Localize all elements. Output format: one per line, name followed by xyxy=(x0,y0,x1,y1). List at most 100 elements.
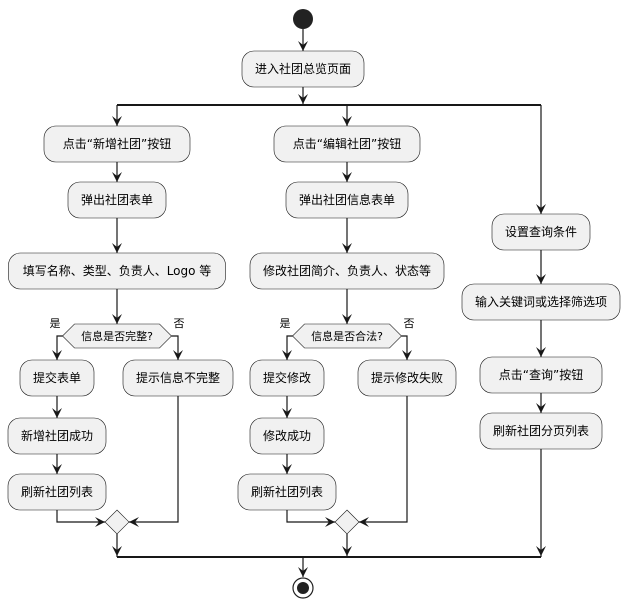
arrow-head-icon xyxy=(282,464,292,474)
arrow-head-icon xyxy=(325,517,335,527)
arrow-head-icon xyxy=(536,204,546,214)
decision-shape xyxy=(292,323,402,349)
flow-edge xyxy=(359,396,408,523)
activity-box xyxy=(249,359,325,397)
arrow-head-icon xyxy=(342,172,352,182)
activity-node-a6: 刷新社团列表 xyxy=(7,473,107,511)
flow-edge xyxy=(286,510,335,523)
activity-box xyxy=(67,181,167,219)
nodes: 进入社团总览页面点击“新增社团”按钮弹出社团表单填写名称、类型、负责人、Logo… xyxy=(7,9,621,599)
activity-label: 刷新社团列表 xyxy=(21,484,93,499)
activity-box xyxy=(249,252,445,290)
arrow-head-icon xyxy=(536,403,546,413)
edges xyxy=(52,29,546,577)
arrow-head-icon xyxy=(402,350,412,360)
arrow-head-icon xyxy=(112,546,122,556)
arrow-head-icon xyxy=(173,350,183,360)
activity-box xyxy=(7,473,107,511)
arrow-head-icon xyxy=(112,172,122,182)
merge-node-edit xyxy=(334,509,360,535)
activity-label: 提示信息不完整 xyxy=(136,370,220,385)
activity-box xyxy=(491,213,591,251)
arrow-head-icon xyxy=(112,116,122,126)
arrow-head-icon xyxy=(342,243,352,253)
activity-box xyxy=(7,417,107,455)
activity-box xyxy=(249,417,325,455)
merge-node-add xyxy=(104,509,130,535)
decision-node-d_edit: 信息是否合法?是否 xyxy=(280,317,415,349)
activity-label: 设置查询条件 xyxy=(505,225,577,239)
activity-label: 提交修改 xyxy=(263,370,311,385)
arrow-head-icon xyxy=(536,274,546,284)
arrow-head-icon xyxy=(342,546,352,556)
activity-label: 刷新社团列表 xyxy=(251,484,323,499)
arrow-head-icon xyxy=(52,464,62,474)
flow-edge xyxy=(286,335,293,360)
activity-box xyxy=(237,473,337,511)
activity-label: 填写名称、类型、负责人、Logo 等 xyxy=(23,263,212,278)
activity-node-e1: 点击“编辑社团”按钮 xyxy=(273,125,421,163)
activity-box xyxy=(285,181,409,219)
arrow-head-icon xyxy=(112,243,122,253)
arrow-head-icon xyxy=(282,408,292,418)
activity-box xyxy=(357,359,457,397)
activity-label: 刷新社团分页列表 xyxy=(493,423,589,438)
activity-label: 修改成功 xyxy=(263,428,311,443)
activity-node-e2: 弹出社团信息表单 xyxy=(285,181,409,219)
arrow-head-icon xyxy=(52,350,62,360)
flow-edge xyxy=(129,396,179,523)
activity-node-q1: 设置查询条件 xyxy=(491,213,591,251)
activity-box xyxy=(461,283,621,321)
activity-node-q4: 刷新社团分页列表 xyxy=(479,412,603,450)
activity-node-a5: 新增社团成功 xyxy=(7,417,107,455)
activity-label: 弹出社团表单 xyxy=(81,192,153,207)
activity-label: 提交表单 xyxy=(33,370,81,385)
arrow-head-icon xyxy=(52,408,62,418)
arrow-head-icon xyxy=(129,517,139,527)
flow-edge xyxy=(56,335,63,360)
activity-box xyxy=(273,125,421,163)
activity-label: 进入社团总览页面 xyxy=(255,61,351,76)
end-node-icon xyxy=(297,582,309,594)
yes-label: 是 xyxy=(280,317,291,330)
activity-node-e3: 修改社团简介、负责人、状态等 xyxy=(249,252,445,290)
activity-box xyxy=(8,252,226,290)
no-label: 否 xyxy=(404,317,415,330)
arrow-head-icon xyxy=(342,314,352,324)
activity-node-a2: 弹出社团表单 xyxy=(67,181,167,219)
activity-node-e5: 修改成功 xyxy=(249,417,325,455)
activity-label: 点击“新增社团”按钮 xyxy=(63,136,171,151)
decision-node-d_add: 信息是否完整?是否 xyxy=(50,317,185,349)
arrow-head-icon xyxy=(342,116,352,126)
start-node-icon xyxy=(293,9,313,29)
activity-node-e6: 刷新社团列表 xyxy=(237,473,337,511)
activity-label: 点击“查询”按钮 xyxy=(499,367,583,382)
activity-label: 提示修改失败 xyxy=(371,370,443,385)
arrow-head-icon xyxy=(298,41,308,51)
activity-label: 点击“编辑社团”按钮 xyxy=(293,136,401,151)
activity-node-e4: 提交修改 xyxy=(249,359,325,397)
activity-box xyxy=(19,359,95,397)
activity-box xyxy=(122,359,234,397)
activity-node-a1: 点击“新增社团”按钮 xyxy=(43,125,191,163)
activity-box xyxy=(241,50,365,88)
activity-node-a7: 提示信息不完整 xyxy=(122,359,234,397)
arrow-head-icon xyxy=(359,517,369,527)
flow-edge xyxy=(171,335,179,360)
flow-edge xyxy=(401,335,408,360)
arrow-head-icon xyxy=(298,567,308,577)
arrow-head-icon xyxy=(112,314,122,324)
activity-label: 弹出社团信息表单 xyxy=(299,192,395,207)
activity-node-e7: 提示修改失败 xyxy=(357,359,457,397)
activity-node-q2: 输入关键词或选择筛选项 xyxy=(461,283,621,321)
activity-node-q3: 点击“查询”按钮 xyxy=(479,356,603,394)
arrow-head-icon xyxy=(282,350,292,360)
arrow-head-icon xyxy=(536,347,546,357)
activity-box xyxy=(479,412,603,450)
arrow-head-icon xyxy=(95,517,105,527)
arrow-head-icon xyxy=(536,546,546,556)
no-label: 否 xyxy=(174,317,185,330)
flow-edge xyxy=(56,510,105,523)
activity-node-a4: 提交表单 xyxy=(19,359,95,397)
